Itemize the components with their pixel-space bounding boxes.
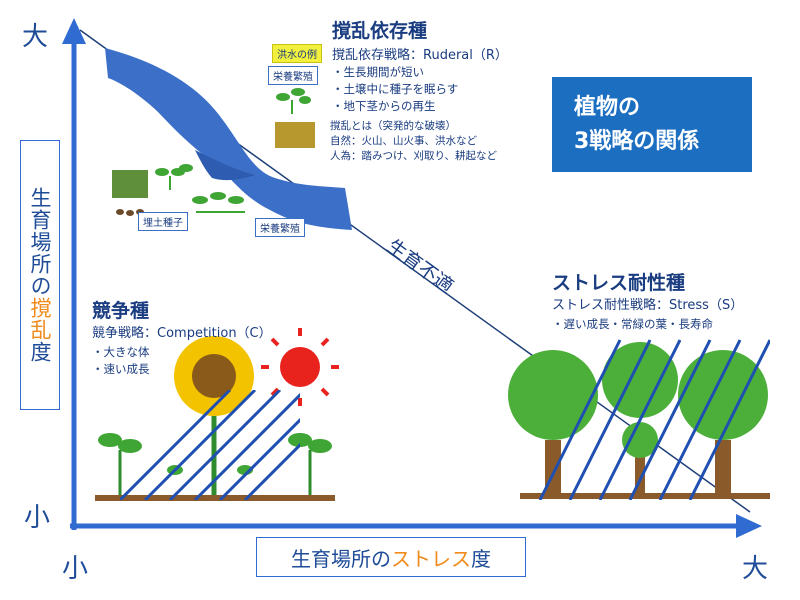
- sunflower-illustration: [174, 336, 254, 498]
- river-shape: [105, 48, 352, 230]
- stress-traits: ・遅い成長・常緑の葉・長寿命: [552, 317, 713, 331]
- competitor-trait: ・速い成長: [92, 362, 150, 376]
- stress-strategy: ストレス耐性戦略：Stress（S）: [552, 298, 744, 313]
- title-line-1: 植物の: [574, 95, 641, 120]
- y-axis-title-highlight: 撹乱: [28, 297, 52, 341]
- ruderal-heading: 撹乱依存種: [332, 20, 428, 42]
- x-axis-title-highlight: ストレス: [391, 546, 471, 571]
- ruderal-trait: ・生長期間が短い: [332, 65, 424, 79]
- evergreen-trees-illustration: [508, 342, 768, 495]
- y-axis: [62, 18, 86, 530]
- x-axis-high-label: 大: [742, 554, 769, 584]
- veg-propagation-tag-top: 栄養繁殖: [268, 66, 318, 85]
- buried-seed-tag: 埋土種子: [138, 212, 188, 231]
- veg-propagation-tag-bottom: 栄養繁殖: [255, 218, 305, 237]
- stress-heading: ストレス耐性種: [552, 272, 686, 294]
- competitor-strategy: 競争戦略：Competition（C）: [92, 326, 272, 341]
- rhizome-sprouts-illustration: [192, 192, 245, 213]
- title-line-2: 3戦略の関係: [574, 129, 700, 154]
- y-axis-title-pre: 生育場所の: [28, 187, 52, 297]
- x-axis: [70, 514, 762, 538]
- ruderal-strategy: 撹乱依存戦略：Ruderal（R）: [332, 48, 508, 63]
- competitor-traits: ・大きな体 ・速い成長: [92, 344, 150, 378]
- ruderal-trait: ・地下茎からの再生: [332, 99, 436, 113]
- competitor-trait: ・大きな体: [92, 345, 150, 359]
- x-axis-low-label: 小: [62, 554, 89, 584]
- weed-photo: [112, 170, 148, 198]
- y-axis-title: 生育場所の撹乱度: [20, 140, 60, 410]
- disturbance-natural: 自然：火山、山火事、洪水など: [330, 135, 477, 147]
- disturbance-human: 人為：踏みつけ、刈取り、耕起など: [330, 150, 498, 162]
- flood-example-tag: 洪水の例: [272, 44, 322, 63]
- ruderal-traits: ・生長期間が短い ・土壌中に種子を眠らす ・地下茎からの再生: [332, 64, 458, 115]
- grass-photo: [275, 122, 315, 148]
- river-lower-branch: [195, 150, 255, 181]
- disturbance-definition: 撹乱とは（突発的な破壊）: [330, 120, 456, 132]
- ruderal-trait: ・土壌中に種子を眠らす: [332, 82, 459, 96]
- y-axis-low-label: 小: [24, 503, 51, 533]
- veg-sprout-illustration: [276, 88, 311, 114]
- stress-hatching: [538, 339, 770, 500]
- y-axis-title-post: 度: [28, 341, 52, 363]
- title-box: 植物の 3戦略の関係: [552, 77, 752, 172]
- x-axis-title: 生育場所のストレス度: [256, 537, 526, 577]
- competitor-heading: 競争種: [92, 300, 150, 322]
- x-axis-title-post: 度: [471, 546, 491, 571]
- stress-ground: [520, 493, 770, 499]
- seedlings-illustration: [155, 164, 193, 190]
- y-axis-high-label: 大: [22, 22, 49, 52]
- competitor-ground: [95, 495, 335, 501]
- sun-icon: [261, 328, 339, 406]
- competitor-stress-hatching: [120, 390, 300, 500]
- x-axis-title-pre: 生育場所の: [291, 546, 391, 571]
